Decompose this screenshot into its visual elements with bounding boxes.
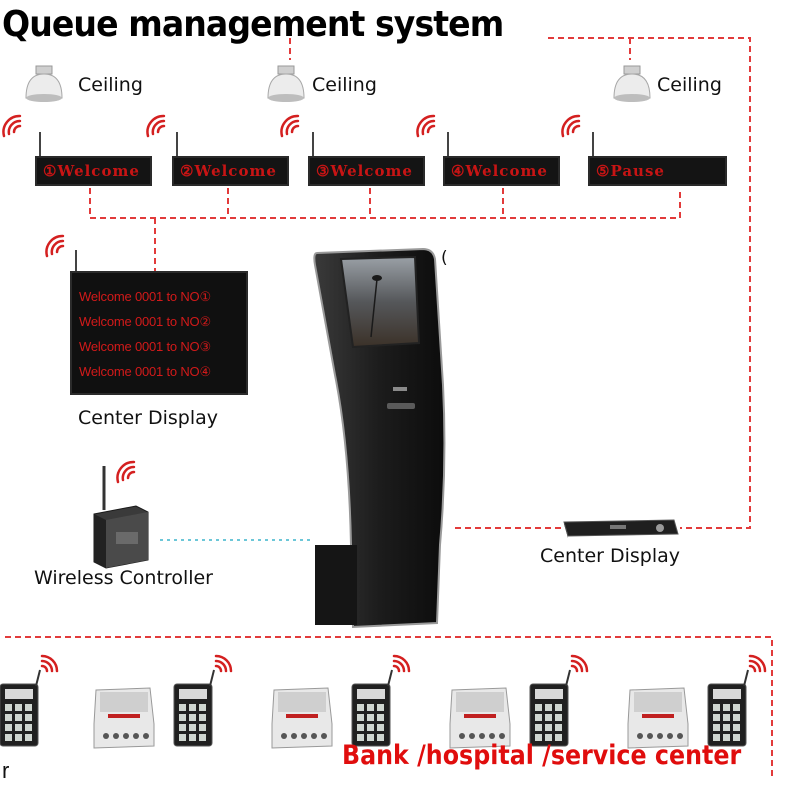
ticket-printer-icon [93, 687, 155, 749]
center-display-board: Welcome 0001 to NO① Welcome 0001 to NO② … [70, 271, 248, 395]
ticket-printer-icon [271, 687, 333, 749]
center-display-unit [563, 519, 679, 538]
caller-keypad-icon [706, 654, 767, 748]
ceiling-speaker-icon [613, 65, 651, 102]
wireless-controller-label: Wireless Controller [34, 567, 213, 589]
ceiling-label-2: Ceiling [312, 74, 377, 96]
board-row-1: Welcome 0001 to NO① [79, 289, 211, 304]
kiosk-edge-char: ( [441, 248, 448, 268]
counter-display-2: ②Welcome [172, 156, 289, 186]
ceiling-speaker-icon [25, 65, 63, 102]
center-display-unit-label: Center Display [540, 545, 681, 567]
counter-display-text: ②Welcome [180, 162, 277, 180]
board-row-2: Welcome 0001 to NO② [79, 314, 211, 329]
footer-caption: Bank /hospital /service center [342, 740, 742, 771]
counter-display-text: ①Welcome [43, 162, 140, 180]
ticket-printer-icon [449, 687, 511, 749]
board-row-3: Welcome 0001 to NO③ [79, 339, 211, 354]
counter-display-1: ①Welcome [35, 156, 152, 186]
wireless-signal-icon [146, 114, 166, 138]
caller-keypad-icon [172, 654, 233, 748]
wireless-signal-icon [416, 114, 436, 138]
left-edge-char: r [2, 758, 10, 783]
board-row-4: Welcome 0001 to NO④ [79, 364, 211, 379]
diagram-title: Queue management system [2, 4, 504, 45]
wireless-signal-icon [280, 114, 300, 138]
ticket-printer-icon [627, 687, 689, 749]
counter-display-text: ③Welcome [316, 162, 413, 180]
counter-display-text: ④Welcome [451, 162, 548, 180]
wireless-signal-icon [45, 234, 65, 258]
counter-display-4: ④Welcome [443, 156, 560, 186]
ceiling-label-3: Ceiling [657, 74, 722, 96]
terminal-bus-wire [5, 636, 773, 780]
counter-display-3: ③Welcome [308, 156, 425, 186]
counter-bus-wire [89, 188, 681, 219]
counter-display-text: ⑤Pause [596, 162, 665, 180]
wireless-signal-icon [116, 460, 136, 484]
counter-display-5: ⑤Pause [588, 156, 727, 186]
ceiling-label-1: Ceiling [78, 74, 143, 96]
wireless-signal-icon [561, 114, 581, 138]
caller-keypad-icon [350, 654, 411, 748]
ceiling-speaker-icon [267, 65, 305, 102]
top-bus-wire [548, 37, 751, 529]
center-display-board-label: Center Display [78, 407, 219, 429]
ticket-kiosk [313, 247, 446, 629]
wireless-controller-device [93, 466, 149, 569]
wireless-signal-icon [2, 114, 22, 138]
caller-keypad-icon [0, 654, 59, 748]
caller-keypad-icon [528, 654, 589, 748]
